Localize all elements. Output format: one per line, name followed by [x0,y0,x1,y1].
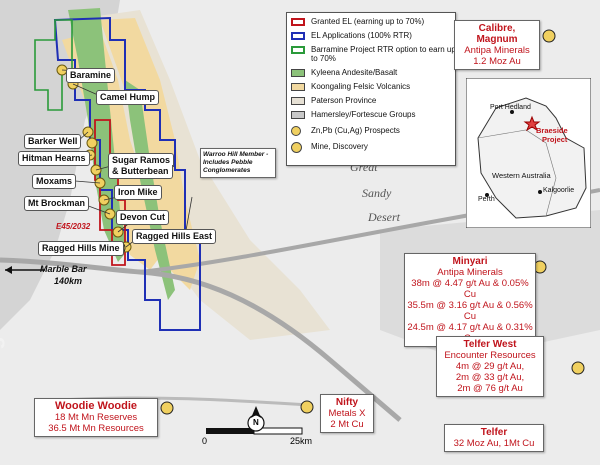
callout-woodie-woodie: Woodie Woodie 18 Mt Mn Reserves 36.5 Mt … [34,398,158,437]
road-marble-bar [0,257,402,422]
warroo-note: Warroo Hill Member - Includes Pebble Con… [200,148,276,178]
scale-start: 0 [202,436,208,446]
mine-icon [291,142,302,153]
callout-telfer: Telfer 32 Moz Au, 1Mt Cu [444,424,544,452]
inset-braeside-1: Braeside [536,126,568,135]
inset-perth: Perth [478,196,495,203]
label-mt-brockman: Mt Brockman [24,196,90,211]
marble-bar-distance: 140km [54,276,83,286]
north-arrow-icon: N [253,418,259,427]
label-sugar-ramos: Sugar Ramos [108,153,175,167]
road-east [139,188,600,274]
inset-map-australia [466,78,591,228]
marble-bar-label: Marble Bar [40,264,87,274]
north-arrow-graphic [247,406,265,432]
desert-label-sandy: Sandy [362,186,392,200]
scale-end: 25km [290,436,313,446]
inset-kalgoorlie: Kalgoorlie [543,187,575,194]
label-moxams: Moxams [32,174,77,189]
label-hitman-hearns: Hitman Hearns [18,151,90,166]
label-camel-hump: Camel Hump [96,90,160,105]
label-devon-cut: Devon Cut [116,210,169,225]
label-butterbean: & Butterbean [108,165,173,179]
watermark: bloomberg [0,336,5,450]
callout-minyari: Minyari Antipa Minerals 38m @ 4.47 g/t A… [404,253,536,347]
legend: Granted EL (earning up to 70%) EL Applic… [286,12,456,166]
label-barramine: Baramine [66,68,116,83]
callout-telfer-west: Telfer West Encounter Resources 4m @ 29 … [436,336,544,397]
inset-western-australia: Western Australia [492,171,551,180]
inset-port-hedland: Port Hedland [490,104,531,111]
label-iron-mike: Iron Mike [114,185,162,200]
label-ragged-hills-east: Ragged Hills East [132,229,217,244]
callout-nifty: Nifty Metals X 2 Mt Cu [320,394,374,433]
label-barker-well: Barker Well [24,134,82,149]
tenement-label: E45/2032 [56,222,91,231]
label-ragged-hills-mine: Ragged Hills Mine [38,241,124,256]
callout-calibre-magnum: Calibre, Magnum Antipa Minerals 1.2 Moz … [454,20,540,70]
desert-label-desert: Desert [368,210,400,224]
inset-braeside-2: Project [542,135,568,144]
